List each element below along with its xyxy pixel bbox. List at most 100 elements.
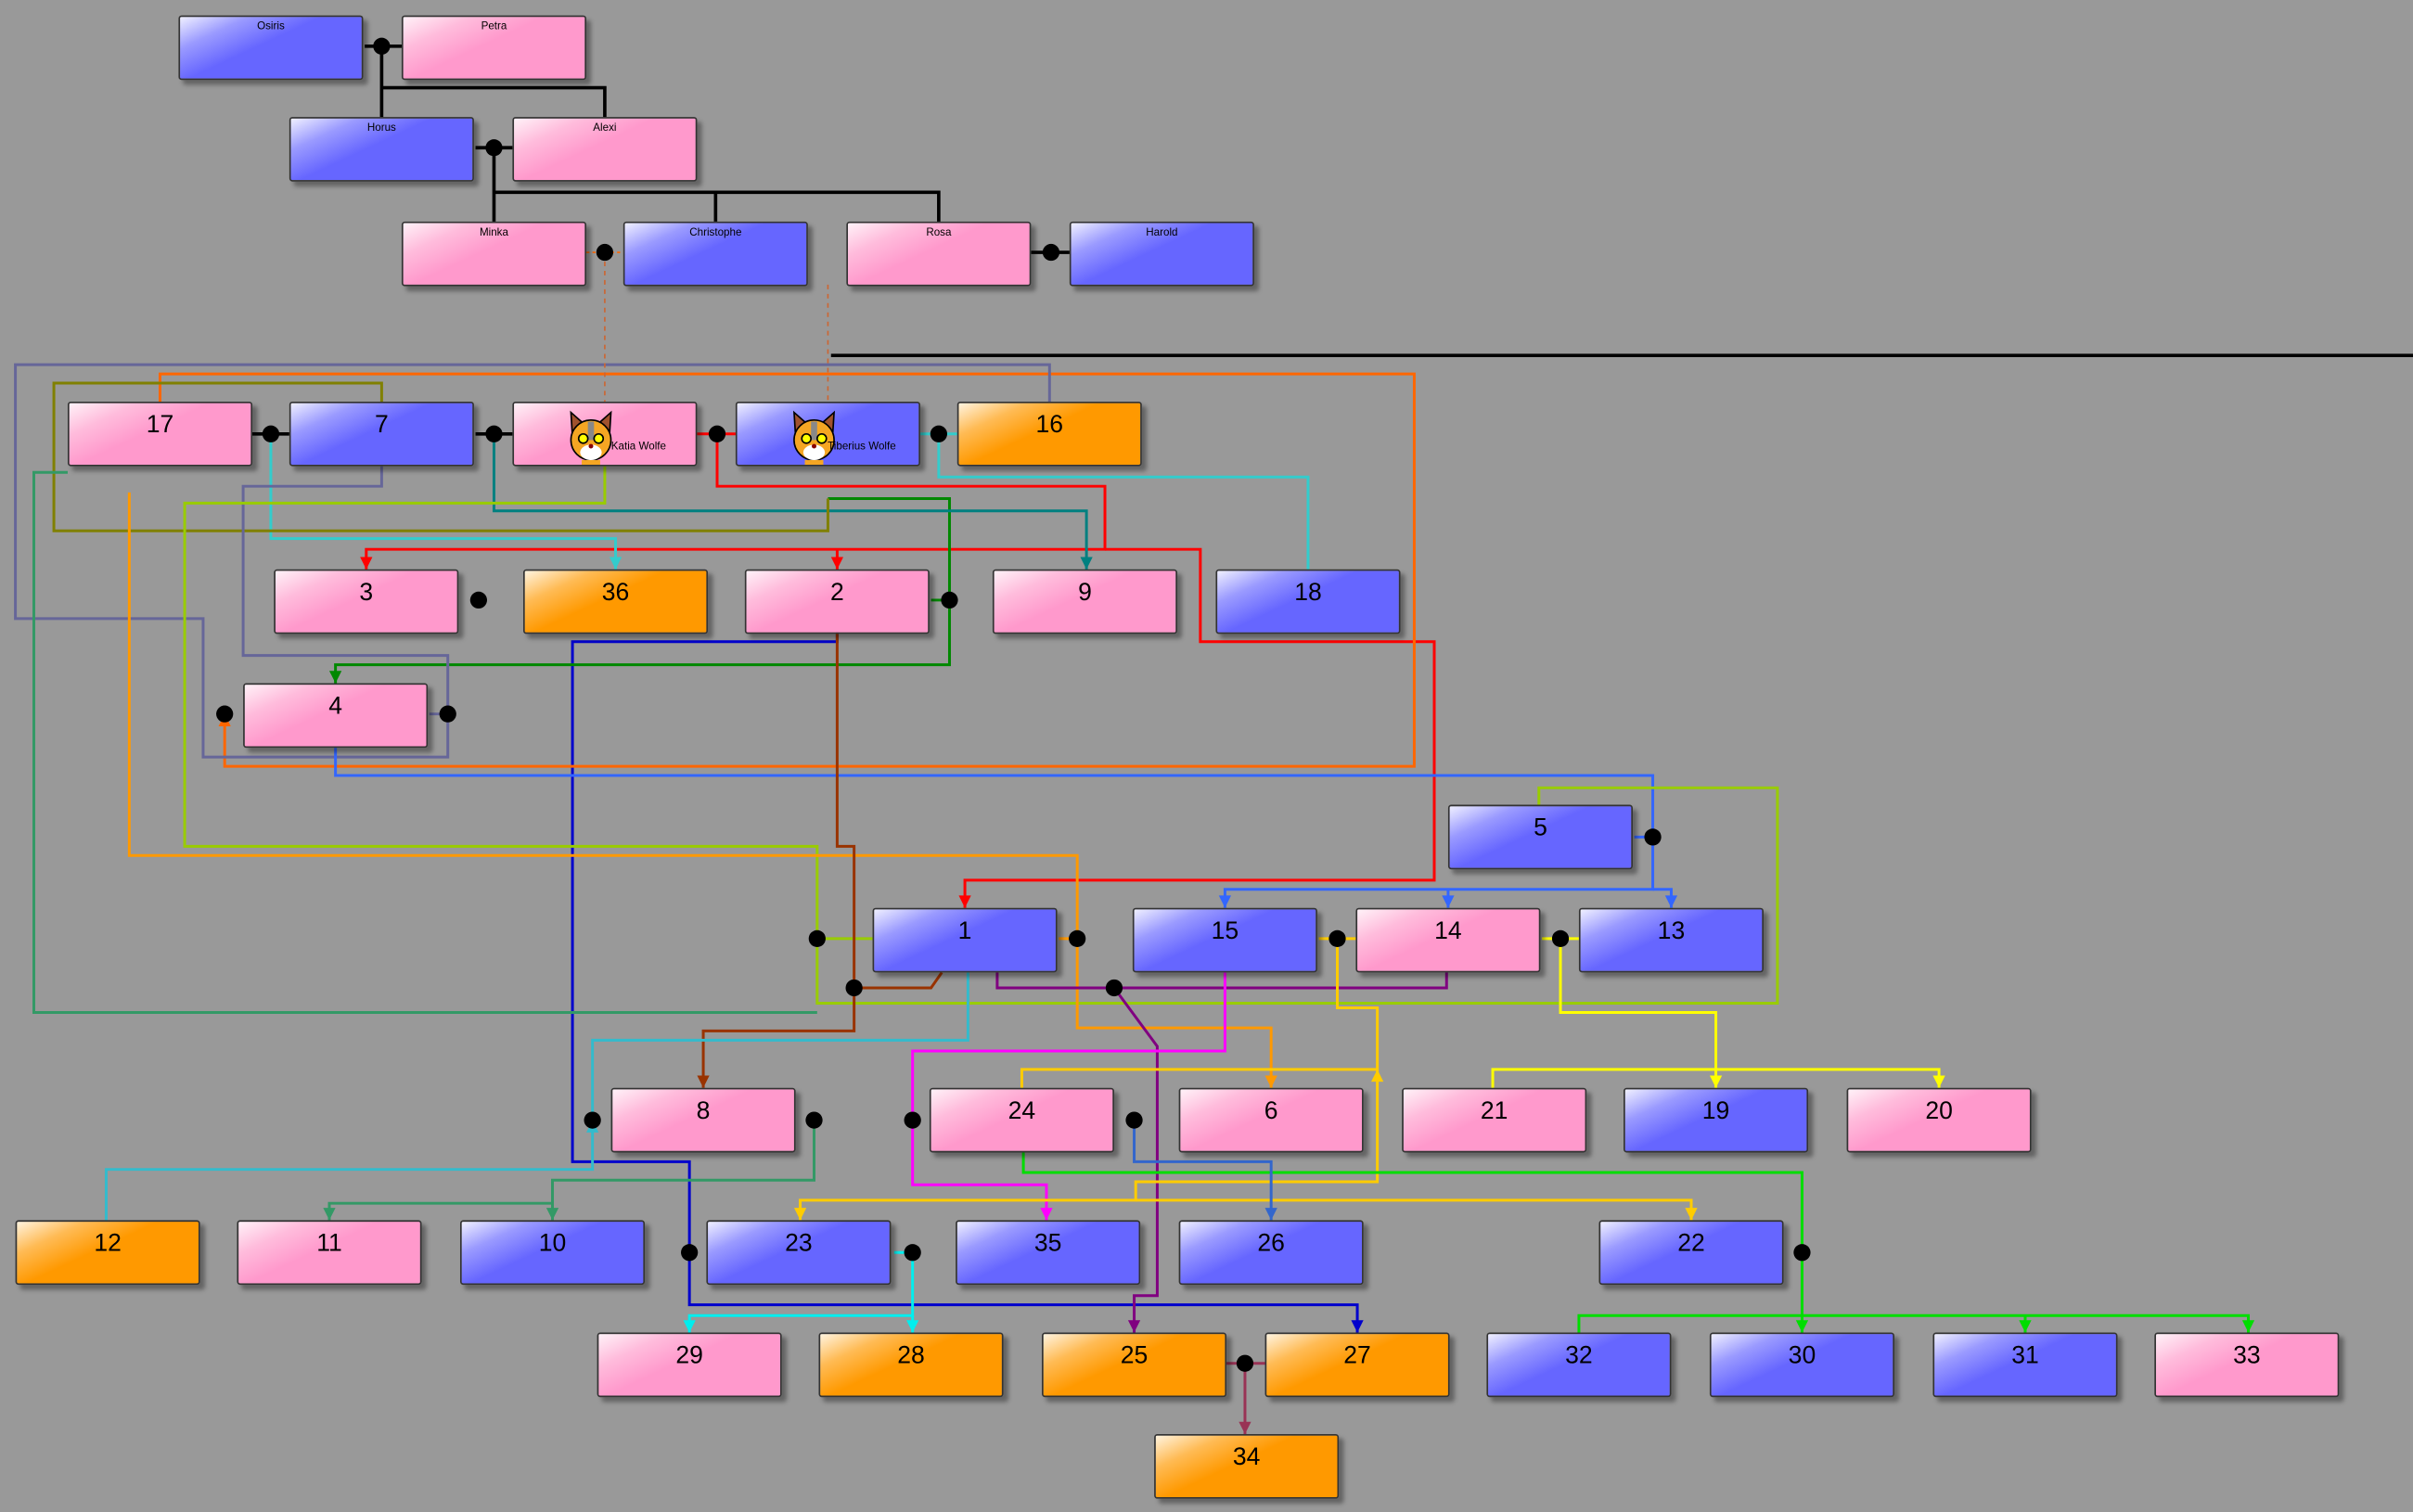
person-node-n30[interactable]: 30 — [1709, 1332, 1894, 1398]
person-name: 1 — [957, 918, 972, 945]
person-node-n7[interactable]: 7 — [289, 401, 474, 467]
person-name: Horus — [366, 122, 396, 135]
arrowhead-icon — [958, 895, 971, 908]
connector-line — [14, 363, 1051, 759]
arrowhead-icon — [1040, 1208, 1053, 1221]
person-name: 13 — [1657, 918, 1686, 945]
arrowhead-icon — [1351, 1320, 1364, 1333]
connector-line — [963, 547, 1436, 908]
arrowhead-icon — [1218, 895, 1232, 908]
person-node-n11[interactable]: 11 — [237, 1220, 422, 1286]
person-name: 25 — [1120, 1343, 1149, 1370]
person-node-n12[interactable]: 12 — [15, 1220, 200, 1286]
photo-avatar — [566, 409, 615, 465]
person-node-n20[interactable]: 20 — [1846, 1087, 2032, 1153]
person-node-n16[interactable]: 16 — [956, 401, 1142, 467]
person-node-n2[interactable]: 2 — [744, 569, 930, 634]
connector-line — [591, 972, 969, 1121]
connector-line — [854, 971, 943, 990]
person-node-n32[interactable]: 32 — [1486, 1332, 1672, 1398]
union-dot-icon — [1644, 828, 1662, 846]
person-node-n28[interactable]: 28 — [818, 1332, 1004, 1398]
person-node-n9[interactable]: 9 — [992, 569, 1177, 634]
person-node-harold[interactable]: Harold — [1069, 221, 1254, 287]
person-node-n34[interactable]: 34 — [1154, 1434, 1340, 1499]
connector-line — [995, 972, 1448, 990]
person-name: 18 — [1294, 580, 1322, 607]
union-dot-icon — [439, 705, 456, 723]
person-node-n1[interactable]: 1 — [872, 907, 1058, 973]
person-node-n23[interactable]: 23 — [706, 1220, 892, 1286]
arrowhead-icon — [1264, 1208, 1277, 1221]
person-node-n10[interactable]: 10 — [459, 1220, 646, 1286]
person-node-horus[interactable]: Horus — [289, 117, 474, 182]
connector-line — [104, 1120, 595, 1221]
union-dot-icon — [904, 1244, 921, 1262]
arrowhead-icon — [1664, 895, 1678, 908]
person-node-n8[interactable]: 8 — [610, 1087, 796, 1153]
arrowhead-icon — [545, 1208, 559, 1221]
union-dot-icon — [930, 425, 947, 442]
union-dot-icon — [216, 705, 234, 723]
arrowhead-icon — [328, 671, 342, 684]
person-name: 36 — [601, 580, 630, 607]
person-node-n13[interactable]: 13 — [1578, 907, 1764, 973]
person-node-katia[interactable]: Katia Wolfe — [512, 401, 698, 467]
person-node-n19[interactable]: 19 — [1624, 1087, 1809, 1153]
arrowhead-icon — [1080, 557, 1093, 570]
person-node-christophe[interactable]: Christophe — [623, 221, 808, 287]
person-name: 24 — [1008, 1098, 1036, 1125]
arrowhead-icon — [1709, 1075, 1723, 1088]
connector-line — [1020, 1068, 1378, 1088]
person-node-n27[interactable]: 27 — [1264, 1332, 1450, 1398]
person-node-n6[interactable]: 6 — [1178, 1087, 1364, 1153]
person-name: 31 — [2011, 1343, 2039, 1370]
person-node-minka[interactable]: Minka — [401, 221, 587, 287]
person-name: 23 — [785, 1231, 813, 1258]
person-node-n35[interactable]: 35 — [956, 1220, 1141, 1286]
person-node-n24[interactable]: 24 — [929, 1087, 1114, 1153]
connector-line — [701, 632, 856, 1088]
person-node-n22[interactable]: 22 — [1598, 1220, 1784, 1286]
person-node-n21[interactable]: 21 — [1402, 1087, 1587, 1153]
person-node-n18[interactable]: 18 — [1215, 569, 1401, 634]
arrowhead-icon — [793, 1208, 807, 1221]
person-name: Osiris — [257, 21, 285, 32]
connector-line — [1133, 1120, 1273, 1221]
connector-line — [32, 470, 817, 1014]
connector-line — [365, 433, 1107, 570]
person-node-n4[interactable]: 4 — [243, 683, 429, 749]
person-node-n15[interactable]: 15 — [1132, 907, 1317, 973]
union-dot-icon — [1069, 929, 1086, 947]
person-node-n3[interactable]: 3 — [274, 569, 459, 634]
connector-line — [52, 381, 829, 532]
person-name: Katia Wolfe — [610, 442, 666, 453]
person-node-osiris[interactable]: Osiris — [178, 15, 364, 81]
person-node-n17[interactable]: 17 — [67, 401, 253, 467]
person-node-n26[interactable]: 26 — [1178, 1220, 1364, 1286]
person-node-alexi[interactable]: Alexi — [512, 117, 698, 182]
connector-line — [937, 433, 1310, 570]
person-name: 34 — [1232, 1444, 1261, 1471]
person-node-n29[interactable]: 29 — [597, 1332, 782, 1398]
person-node-n5[interactable]: 5 — [1447, 804, 1633, 870]
union-dot-icon — [681, 1244, 699, 1262]
person-node-rosa[interactable]: Rosa — [846, 221, 1032, 287]
person-name: Harold — [1146, 227, 1178, 239]
person-name: 3 — [359, 580, 374, 607]
union-dot-icon — [469, 591, 488, 609]
union-dot-icon — [373, 37, 391, 55]
person-node-n33[interactable]: 33 — [2154, 1332, 2340, 1398]
person-name: 22 — [1677, 1231, 1705, 1258]
person-name: 9 — [1078, 580, 1092, 607]
person-node-n25[interactable]: 25 — [1042, 1332, 1227, 1398]
person-node-petra[interactable]: Petra — [401, 15, 587, 81]
union-dot-icon — [904, 1111, 921, 1129]
person-node-n36[interactable]: 36 — [522, 569, 709, 634]
arrowhead-icon — [1932, 1075, 1945, 1088]
person-node-n14[interactable]: 14 — [1355, 907, 1541, 973]
person-node-n31[interactable]: 31 — [1932, 1332, 2118, 1398]
person-node-tiberius[interactable]: Tiberius Wolfe — [735, 401, 920, 467]
cat-face-icon — [570, 410, 612, 465]
